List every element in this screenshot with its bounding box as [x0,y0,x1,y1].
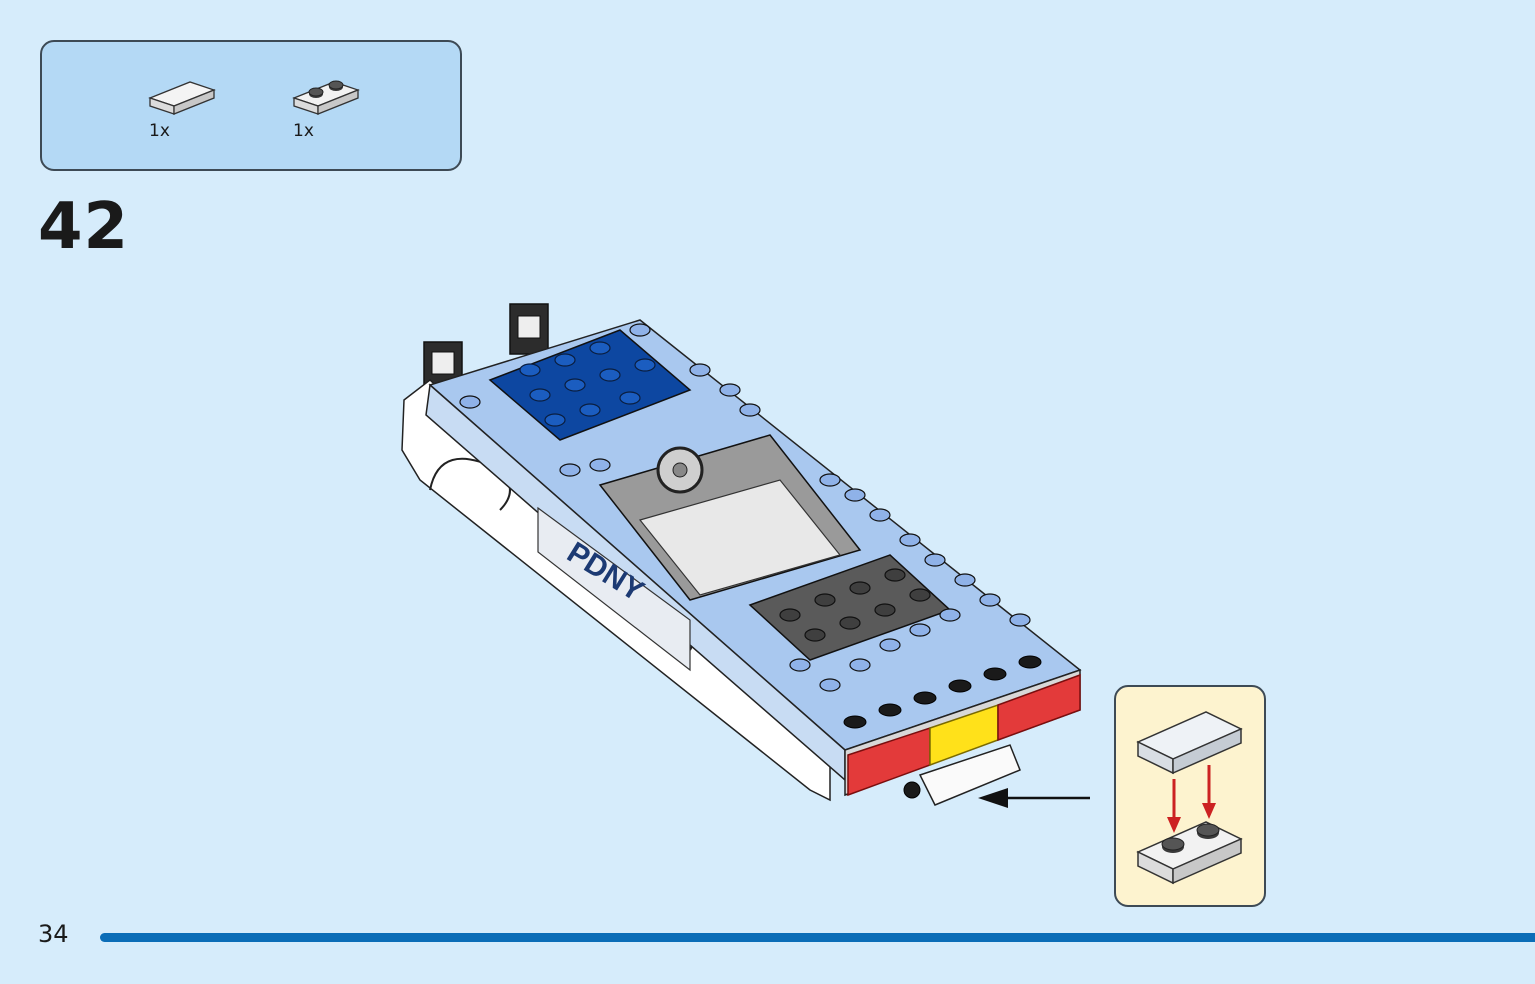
tile-1x2-white-icon [148,81,216,115]
page-footer-bar [100,933,1535,942]
step-number: 42 [38,190,130,264]
car-chassis-illustration: PDNY [401,303,1090,808]
part-qty-plate: 1x [293,121,314,141]
plate-1x2-white-icon [292,80,360,115]
part-plate-1x2 [290,72,362,124]
part-tile-1x2 [146,72,216,121]
subassembly-illustration [1136,711,1243,885]
parts-list-box: 1x 1x [40,40,462,171]
subassembly-callout [1114,685,1266,907]
page-number: 34 [38,920,69,948]
part-qty-tile: 1x [149,121,170,141]
